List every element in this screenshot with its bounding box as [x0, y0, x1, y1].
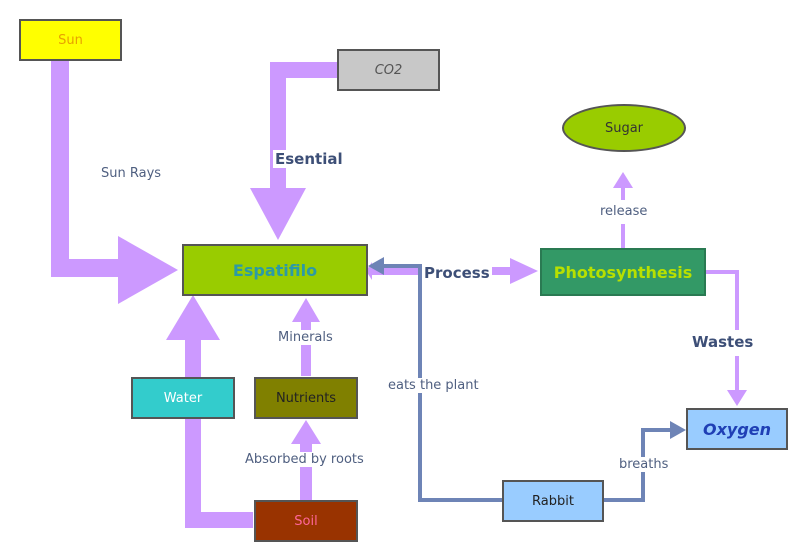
espatifilo-node: Espatifilo — [182, 244, 368, 296]
sun-rays-arrow — [51, 60, 178, 304]
release-label: release — [598, 204, 650, 219]
nutrients-node: Nutrients — [254, 377, 358, 419]
sugar-node: Sugar — [562, 104, 686, 152]
photosynthesis-node: Photosynthesis — [540, 248, 706, 296]
esential-label: Esential — [273, 150, 345, 168]
minerals-arrow — [292, 298, 320, 376]
sun-rays-label: Sun Rays — [101, 166, 162, 181]
oxygen-node: Oxygen — [686, 408, 788, 450]
process-label: Process — [422, 264, 492, 282]
wastes-arrow — [706, 270, 747, 406]
release-arrow — [613, 172, 633, 248]
wastes-label: Wastes — [690, 333, 756, 351]
soil-node: Soil — [254, 500, 358, 542]
absorbed-label: Absorbed by roots — [243, 452, 366, 467]
co2-node: CO2 — [337, 49, 440, 91]
rabbit-node: Rabbit — [502, 480, 604, 522]
breaths-label: breaths — [617, 457, 671, 472]
water-node: Water — [131, 377, 235, 419]
eats-label: eats the plant — [386, 378, 481, 393]
sun-node: Sun — [19, 19, 122, 61]
absorbed-arrow — [291, 420, 321, 500]
minerals-label: Minerals — [276, 330, 335, 345]
